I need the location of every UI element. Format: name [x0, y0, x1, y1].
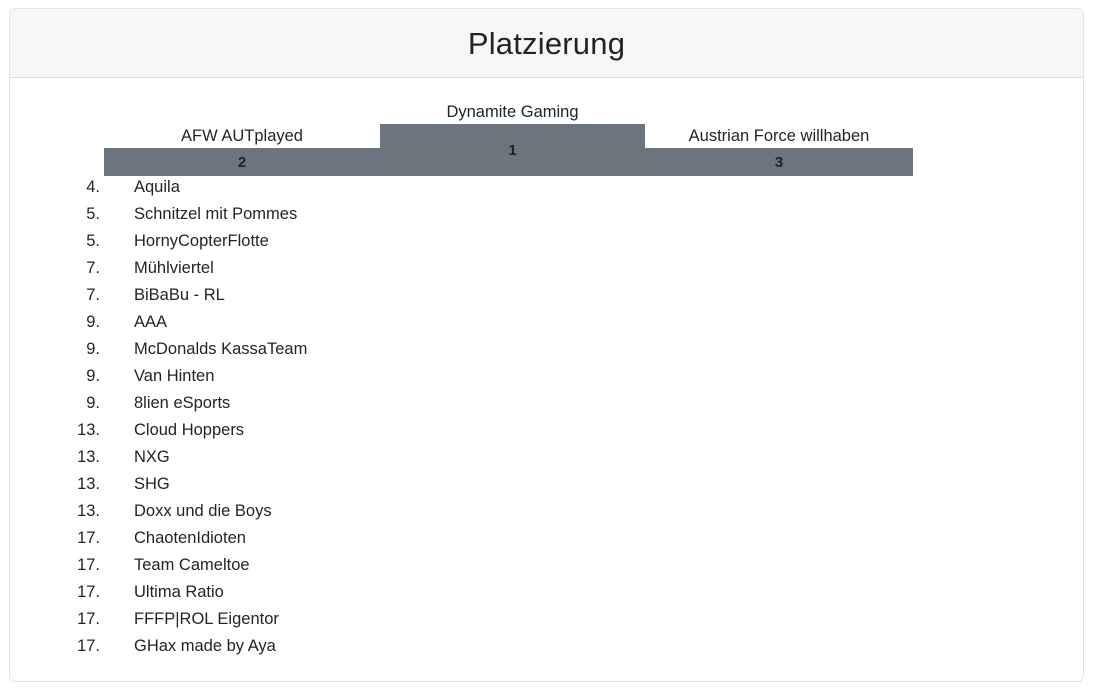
rank-team-name: FFFP|ROL Eigentor — [134, 610, 279, 628]
rank-team-name: ChaotenIdioten — [134, 529, 246, 547]
rank-place: 5. — [86, 232, 100, 250]
rank-place: 17. — [77, 637, 100, 655]
rank-team-name: McDonalds KassaTeam — [134, 340, 308, 358]
rank-place: 13. — [77, 421, 100, 439]
rank-place: 7. — [86, 286, 100, 304]
rank-team-name: HornyCopterFlotte — [134, 232, 269, 250]
list-item: 5. Schnitzel mit Pommes — [10, 201, 1083, 228]
placement-card: Platzierung AFW AUTplayed 2 Dynamite Gam… — [9, 8, 1084, 682]
rank-place: 13. — [77, 475, 100, 493]
rank-team-name: Van Hinten — [134, 367, 215, 385]
list-item: 7. Mühlviertel — [10, 255, 1083, 282]
rank-team-name: Ultima Ratio — [134, 583, 224, 601]
rank-team-name: Mühlviertel — [134, 259, 214, 277]
rank-place: 17. — [77, 610, 100, 628]
list-item: 9. AAA — [10, 309, 1083, 336]
card-header: Platzierung — [10, 9, 1083, 78]
rank-team-name: 8lien eSports — [134, 394, 231, 412]
rank-team-name: Team Cameltoe — [134, 556, 250, 574]
list-item: 17. FFFP|ROL Eigentor — [10, 606, 1083, 633]
rank-place: 17. — [77, 583, 100, 601]
rank-place: 4. — [86, 178, 100, 196]
rank-team-name: Doxx und die Boys — [134, 502, 272, 520]
rank-place: 9. — [86, 367, 100, 385]
page-title: Platzierung — [467, 25, 626, 61]
rank-place: 7. — [86, 259, 100, 277]
podium-block-2: 2 — [104, 148, 380, 176]
podium-team-name-1: Dynamite Gaming — [446, 103, 579, 121]
podium-team-name-3: Austrian Force willhaben — [688, 127, 870, 145]
list-item: 17. Team Cameltoe — [10, 552, 1083, 579]
list-item: 13. SHG — [10, 471, 1083, 498]
list-item: 9. 8lien eSports — [10, 390, 1083, 417]
rank-place: 13. — [77, 448, 100, 466]
ranking-list: 4. Aquila 5. Schnitzel mit Pommes 5. HornyCop… — [10, 174, 1083, 660]
list-item: 13. Doxx und die Boys — [10, 498, 1083, 525]
rank-place: 5. — [86, 205, 100, 223]
list-item: 13. NXG — [10, 444, 1083, 471]
rank-place: 9. — [86, 313, 100, 331]
rank-place: 17. — [77, 556, 100, 574]
list-item: 5. HornyCopterFlotte — [10, 228, 1083, 255]
list-item: 4. Aquila — [10, 174, 1083, 201]
rank-team-name: NXG — [134, 448, 170, 466]
rank-team-name: BiBaBu - RL — [134, 286, 225, 304]
podium-team-name-2: AFW AUTplayed — [181, 127, 303, 145]
rank-place: 17. — [77, 529, 100, 547]
rank-team-name: Schnitzel mit Pommes — [134, 205, 298, 223]
podium: AFW AUTplayed 2 Dynamite Gaming 1 Austri… — [104, 94, 913, 176]
rank-place: 9. — [86, 394, 100, 412]
rank-team-name: SHG — [134, 475, 170, 493]
podium-block-1: 1 — [380, 124, 645, 176]
rank-team-name: AAA — [134, 313, 168, 331]
podium-place-2: AFW AUTplayed 2 — [104, 126, 380, 176]
rank-team-name: Aquila — [134, 178, 180, 196]
list-item: 7. BiBaBu - RL — [10, 282, 1083, 309]
rank-place: 9. — [86, 340, 100, 358]
list-item: 9. McDonalds KassaTeam — [10, 336, 1083, 363]
list-item: 17. ChaotenIdioten — [10, 525, 1083, 552]
podium-place-1: Dynamite Gaming 1 — [380, 102, 645, 176]
list-item: 9. Van Hinten — [10, 363, 1083, 390]
podium-block-3: 3 — [645, 148, 913, 176]
rank-team-name: GHax made by Aya — [134, 637, 276, 655]
list-item: 13. Cloud Hoppers — [10, 417, 1083, 444]
rank-place: 13. — [77, 502, 100, 520]
list-item: 17. Ultima Ratio — [10, 579, 1083, 606]
rank-team-name: Cloud Hoppers — [134, 421, 245, 439]
card-body: AFW AUTplayed 2 Dynamite Gaming 1 Austri… — [10, 78, 1083, 681]
podium-place-3: Austrian Force willhaben 3 — [645, 126, 913, 176]
list-item: 17. GHax made by Aya — [10, 633, 1083, 660]
